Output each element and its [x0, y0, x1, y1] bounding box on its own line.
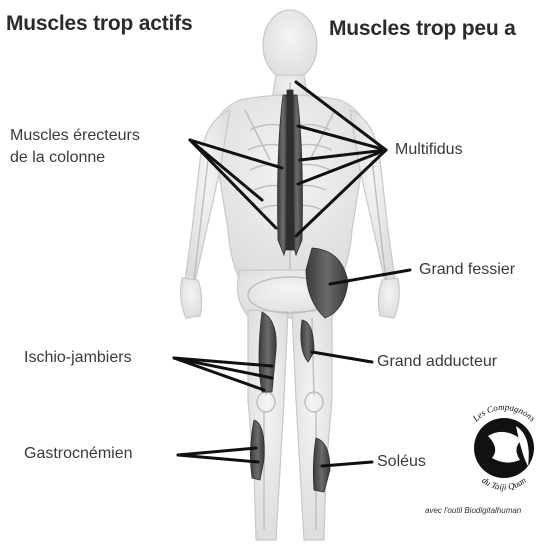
label-hamstrings: Ischio-jambiers — [24, 348, 132, 368]
heading-overactive-muscles: Muscles trop actifs — [6, 12, 192, 36]
label-erector-spinae-line1: Muscles érecteurs — [10, 126, 140, 146]
head — [263, 10, 317, 80]
label-multifidus: Multifidus — [395, 140, 463, 160]
label-gluteus-maximus: Grand fessier — [419, 260, 515, 280]
label-adductor-magnus: Grand adducteur — [377, 352, 497, 372]
label-erector-spinae-line2: de la colonne — [10, 148, 105, 168]
logo-credit: avec l'outil Biodigitalhuman — [425, 506, 521, 515]
label-gastrocnemius: Gastrocnémien — [24, 444, 133, 464]
label-soleus: Soléus — [377, 452, 426, 472]
multifidus-band — [286, 90, 294, 250]
heading-underactive-muscles: Muscles trop peu a — [329, 17, 516, 41]
left-hand — [181, 278, 202, 318]
right-hand — [378, 278, 399, 318]
taiji-quan-logo: Les Compagnons du Taiji Quan — [452, 396, 556, 500]
